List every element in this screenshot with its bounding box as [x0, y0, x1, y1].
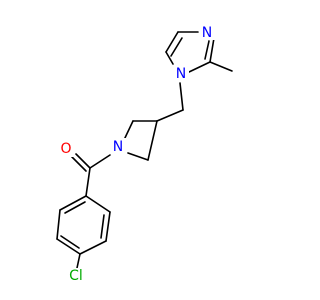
atom-imidazole-n1: N [176, 66, 186, 82]
bond-benzene-c6-c1 [59, 195, 87, 211]
bond-benzene-c3-c4 [79, 240, 107, 255]
bond-benzene-c5-c6 [56, 209, 61, 240]
bond-carbonyl-c-o-double [71, 156, 87, 172]
atom-azetidine-n: N [113, 139, 123, 155]
bond-n1-ch2 [179, 82, 184, 111]
bond-benzene-c2-c3-double [100, 214, 105, 239]
bond-ch2-azetidine-c3 [156, 109, 184, 122]
bond-azetidine-c2-n [123, 120, 134, 141]
bond-azetidine-n-carbonyl-c [89, 154, 111, 169]
bond-benzene-c4-c5-double [60, 235, 80, 249]
bond-imidazole-n3-c2-double [204, 40, 210, 60]
bond-imidazole-n3-c2 [209, 37, 215, 63]
atom-carbonyl-o: O [60, 141, 71, 157]
bond-imidazole-c5-c4 [165, 31, 179, 53]
bond-c2-methyl [209, 61, 233, 72]
bond-benzene-c4-c5 [56, 238, 81, 255]
bond-imidazole-c2-n1 [188, 61, 211, 73]
bond-carbonyl-c-o [75, 153, 91, 169]
atom-chlorine: Cl [69, 268, 83, 284]
bond-azetidine-n-c4 [127, 152, 149, 161]
bond-azetidine-c4-c3 [147, 120, 158, 161]
bond-benzene-c6-c1-double [64, 201, 86, 214]
atom-labels: N N N O Cl [58, 24, 215, 284]
bond-imidazole-n1-c5 [165, 51, 174, 65]
bonds [56, 31, 233, 269]
bond-carbonyl-c-aryl-c1 [85, 167, 91, 197]
bond-aryl-c4-cl [76, 253, 81, 269]
bond-benzene-c1-c2 [85, 195, 111, 213]
bond-imidazole-c5-c4-double [170, 37, 183, 57]
molecule-structure-diagram: N N N O Cl [56, 24, 233, 284]
atom-imidazole-n3: N [202, 25, 212, 41]
bond-benzene-c2-c3 [105, 211, 111, 242]
